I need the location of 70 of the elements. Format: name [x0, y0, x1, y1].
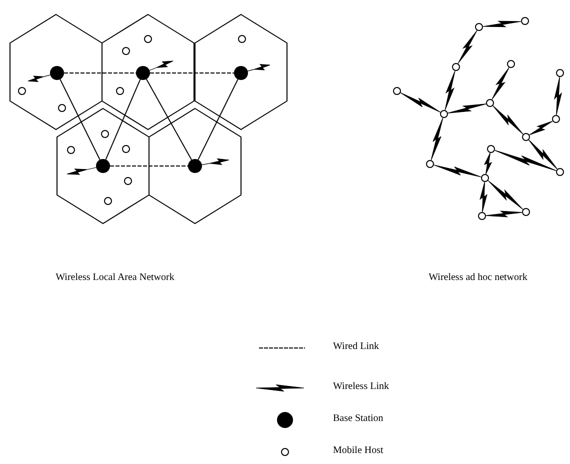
link-line [146, 78, 192, 160]
mobile-host-circle [478, 212, 486, 220]
lightning-link [529, 120, 553, 136]
base-station-dot [234, 66, 248, 80]
legend-label: Base Station [333, 413, 384, 424]
mobile-host-circle [481, 174, 489, 182]
mobile-host-circle [238, 35, 246, 43]
mobile-host-circle [18, 87, 26, 95]
lightning-link [480, 182, 488, 212]
lightning-link [494, 150, 556, 171]
mobile-host-circle [426, 160, 434, 168]
lightning-link [430, 118, 444, 160]
legend-label: Wireless Link [333, 381, 389, 392]
lightning-link [66, 167, 96, 175]
mobile-host-circle [144, 35, 152, 43]
base-station-dot [136, 66, 150, 80]
mobile-host-circle [104, 197, 112, 205]
mobile-host-circle [122, 47, 130, 55]
lightning-link [482, 20, 522, 28]
mobile-host-circle [556, 69, 564, 77]
base-station-dot [188, 159, 202, 173]
mobile-host-circle [556, 168, 564, 176]
network-caption: Wireless Local Area Network [56, 272, 174, 283]
cell-hexagon [195, 14, 287, 130]
mobile-host-circle [124, 177, 132, 185]
mobile-host-circle [507, 60, 515, 68]
lightning-link [247, 64, 270, 72]
mobile-host-circle [552, 115, 560, 123]
lightning-link [554, 76, 562, 116]
mobile-host-circle [101, 130, 109, 138]
mobile-host-circle [122, 145, 130, 153]
legend-label: Mobile Host [333, 445, 384, 456]
mobile-host-circle [487, 145, 495, 153]
lightning-link [28, 74, 51, 82]
link-line [60, 78, 100, 160]
lightning-link [202, 158, 230, 166]
base-station-dot [50, 66, 64, 80]
mobile-host-circle [67, 146, 75, 154]
cell-hexagon [57, 108, 149, 224]
mobile-host-circle [475, 23, 483, 31]
cell-hexagon [10, 14, 102, 130]
mobile-host-circle [393, 87, 401, 95]
link-line [105, 78, 141, 160]
lightning-link [486, 210, 522, 218]
lightning-link [492, 105, 524, 135]
legend-label: Wired Link [333, 341, 379, 352]
lightning-link [400, 92, 441, 112]
lightning-link [528, 140, 558, 170]
dashed-link-line [150, 72, 234, 74]
lightning-link [434, 164, 482, 178]
mobile-host-circle [452, 63, 460, 71]
mobile-host-circle [522, 133, 530, 141]
base-station-dot [96, 159, 110, 173]
lightning-link [488, 180, 524, 210]
cell-hexagon [102, 14, 194, 130]
lightning-link [458, 30, 478, 64]
mobile-host-circle [440, 110, 448, 118]
lightning-link [448, 104, 486, 114]
mobile-host-circle [58, 104, 66, 112]
dashed-link-line [64, 72, 136, 74]
mobile-host-circle [522, 208, 530, 216]
lightning-link [149, 60, 174, 71]
network-caption: Wireless ad hoc network [428, 272, 528, 283]
mobile-host-circle [116, 87, 124, 95]
mobile-host-circle [521, 17, 529, 25]
link-line [198, 78, 238, 160]
lightning-link [444, 70, 456, 110]
mobile-host-circle [486, 99, 494, 107]
lightning-link [492, 67, 510, 100]
lightning-link [484, 152, 492, 174]
